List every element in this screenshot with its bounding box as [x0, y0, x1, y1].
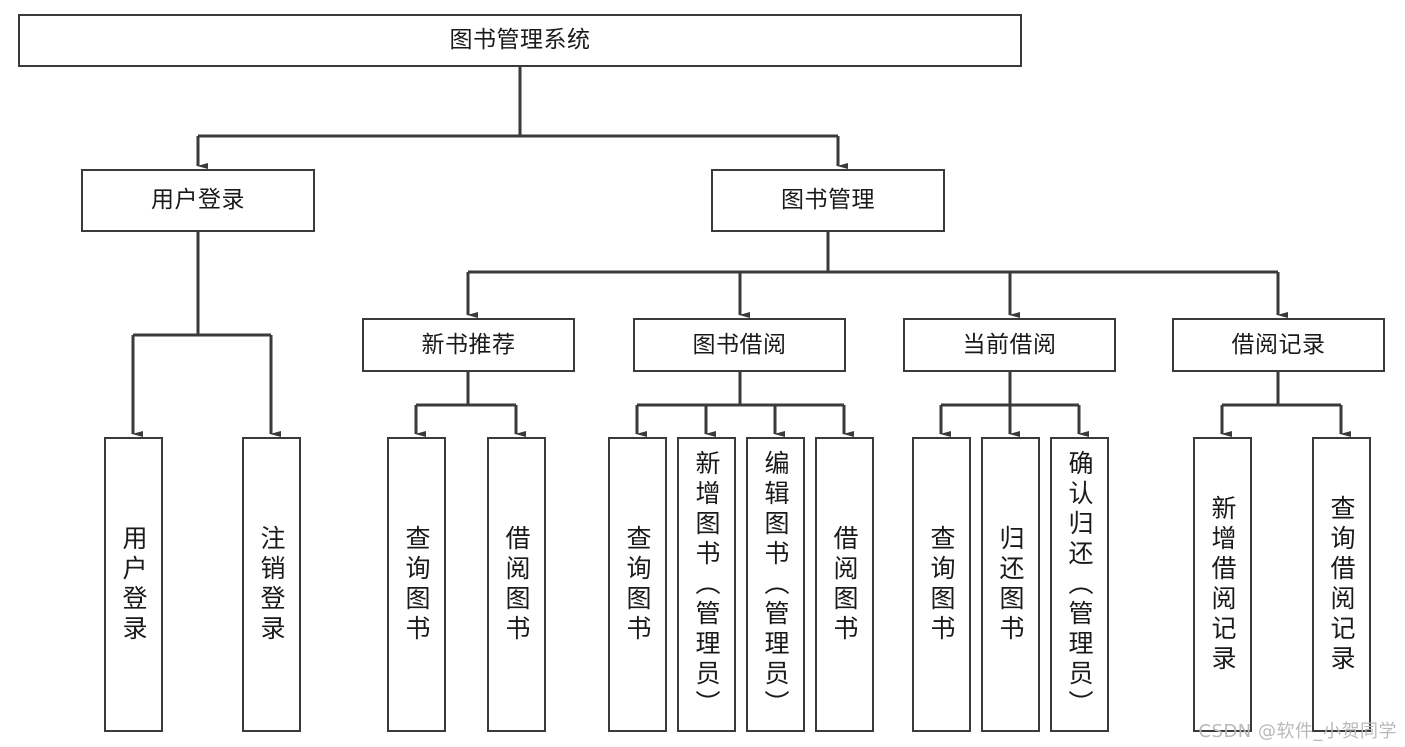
node-label: 图书管理系统	[449, 27, 591, 54]
node-label: 新增图书（管理员）	[692, 449, 721, 720]
node-label: 借阅图书	[830, 524, 859, 645]
node-leaf-current-confirm-return-admin[interactable]: 确认归还（管理员）	[1050, 437, 1109, 732]
node-book-management[interactable]: 图书管理	[711, 169, 945, 232]
node-label: 用户登录	[151, 187, 245, 214]
node-leaf-borrow-add-book-admin[interactable]: 新增图书（管理员）	[677, 437, 736, 732]
node-root-book-management-system[interactable]: 图书管理系统	[18, 14, 1022, 67]
node-label: 图书管理	[781, 187, 875, 214]
node-label: 新增借阅记录	[1208, 494, 1237, 675]
node-label: 用户登录	[119, 524, 148, 645]
node-leaf-current-return-book[interactable]: 归还图书	[981, 437, 1040, 732]
node-label: 注销登录	[257, 524, 286, 645]
node-label: 查询图书	[402, 524, 431, 645]
node-label: 图书借阅	[692, 331, 787, 358]
node-current-borrow[interactable]: 当前借阅	[903, 318, 1116, 372]
node-leaf-record-add-borrow-record[interactable]: 新增借阅记录	[1193, 437, 1252, 732]
node-book-borrow[interactable]: 图书借阅	[633, 318, 846, 372]
node-label: 查询借阅记录	[1327, 494, 1356, 675]
node-label: 新书推荐	[421, 331, 516, 358]
node-leaf-recommend-borrow-book[interactable]: 借阅图书	[487, 437, 546, 732]
node-leaf-current-query-book[interactable]: 查询图书	[912, 437, 971, 732]
node-leaf-recommend-query-book[interactable]: 查询图书	[387, 437, 446, 732]
node-label: 借阅图书	[502, 524, 531, 645]
node-user-login[interactable]: 用户登录	[81, 169, 315, 232]
node-label: 当前借阅	[962, 331, 1057, 358]
node-leaf-user-login[interactable]: 用户登录	[104, 437, 163, 732]
node-new-book-recommend[interactable]: 新书推荐	[362, 318, 575, 372]
node-label: 编辑图书（管理员）	[761, 449, 790, 720]
node-leaf-borrow-borrow-book[interactable]: 借阅图书	[815, 437, 874, 732]
node-leaf-borrow-query-book[interactable]: 查询图书	[608, 437, 667, 732]
node-leaf-record-query-borrow-record[interactable]: 查询借阅记录	[1312, 437, 1371, 732]
node-label: 归还图书	[996, 524, 1025, 645]
node-label: 查询图书	[927, 524, 956, 645]
node-borrow-record[interactable]: 借阅记录	[1172, 318, 1385, 372]
node-label: 确认归还（管理员）	[1065, 449, 1094, 720]
node-label: 查询图书	[623, 524, 652, 645]
node-leaf-logout[interactable]: 注销登录	[242, 437, 301, 732]
node-label: 借阅记录	[1231, 331, 1326, 358]
node-leaf-borrow-edit-book-admin[interactable]: 编辑图书（管理员）	[746, 437, 805, 732]
